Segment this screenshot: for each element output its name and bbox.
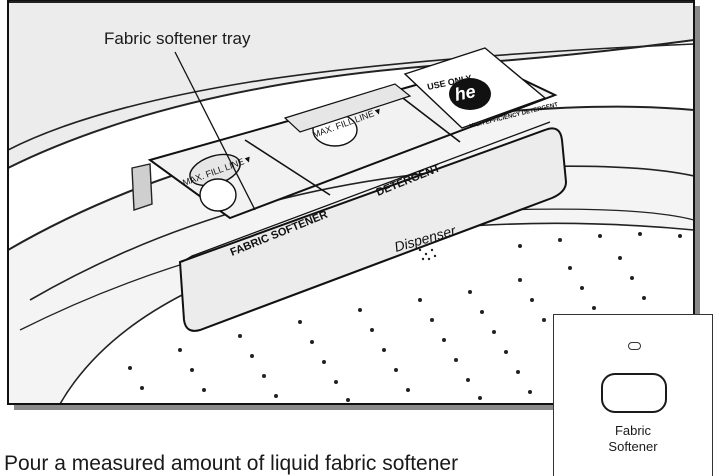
fabric-label-line2: Softener xyxy=(608,439,658,454)
fabric-label-line1: Fabric xyxy=(614,423,652,438)
dispenser-slot xyxy=(131,163,153,211)
basket-perforations xyxy=(128,232,682,402)
callout-leader-line xyxy=(174,51,256,211)
instruction-text: Pour a measured amount of liquid fabric … xyxy=(4,452,459,475)
dispenser-handle xyxy=(178,127,568,332)
indicator-led-icon xyxy=(628,342,641,350)
he-logo-badge xyxy=(449,78,491,110)
spray-icon xyxy=(418,248,437,261)
fabric-softener-button-label: Fabric Softener xyxy=(554,423,712,455)
he-logo-text: he xyxy=(453,81,478,105)
frame-border xyxy=(7,0,695,405)
washer-scene: FABRIC SOFTENER DETERGENT MAX. FILL LINE… xyxy=(8,1,694,404)
fabric-softener-button[interactable] xyxy=(601,373,667,413)
callout-fabric-softener-tray: Fabric softener tray xyxy=(104,29,251,48)
fabric-softener-control-panel: Fabric Softener xyxy=(553,314,713,476)
washer-lid xyxy=(8,1,694,170)
